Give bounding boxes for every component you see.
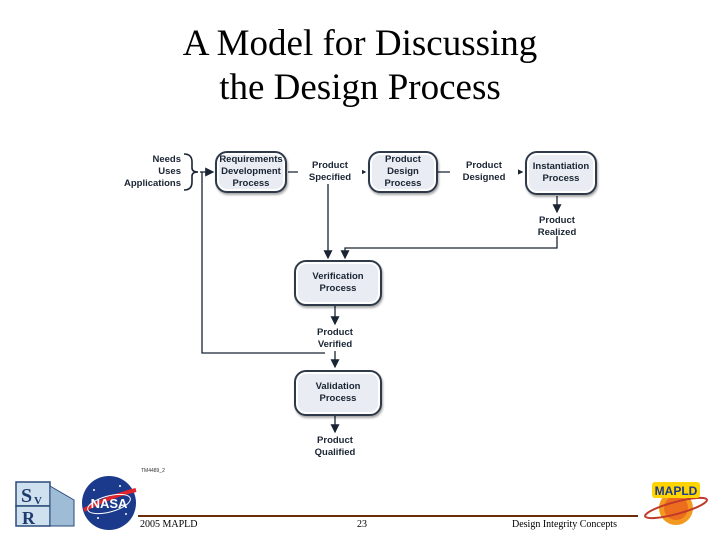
input-needs: Needs	[152, 154, 181, 165]
footer-right: Design Integrity Concepts	[512, 519, 617, 530]
product-realized-line-1: Product	[539, 215, 575, 226]
footer-page-number: 23	[357, 519, 367, 530]
product-qualified-label: Product Qualified	[300, 435, 370, 459]
product-qualified-line-2: Qualified	[314, 447, 356, 458]
product-specified-label: Product Specified	[298, 160, 362, 184]
svg-text:S: S	[21, 485, 32, 507]
svg-text:MAPLD: MAPLD	[655, 484, 698, 498]
title-line-2: the Design Process	[219, 67, 501, 108]
verification-process-box: Verification Process	[294, 260, 382, 306]
line-realized-to-verification	[340, 236, 558, 260]
requirements-line-3: Process	[232, 178, 270, 189]
svr-logo: S V R	[12, 478, 76, 530]
product-verified-line-1: Product	[317, 327, 353, 338]
line-requirements-to-validation	[201, 172, 325, 354]
product-design-line-2: Design	[387, 166, 419, 177]
product-qualified-line-1: Product	[317, 435, 353, 446]
footer-divider	[138, 515, 638, 517]
instantiation-line-1: Instantiation	[532, 161, 590, 172]
mapld-logo: MAPLD	[644, 482, 708, 525]
inputs-list: Needs Uses Applications	[120, 154, 181, 190]
footer-left: 2005 MAPLD	[140, 519, 198, 530]
verification-line-2: Process	[319, 283, 357, 294]
requirements-line-2: Development	[221, 166, 281, 177]
instantiation-line-2: Process	[542, 173, 580, 184]
product-specified-line-1: Product	[312, 160, 348, 171]
validation-line-1: Validation	[315, 381, 361, 392]
instantiation-process-box: Instantiation Process	[525, 151, 597, 195]
design-process-diagram: Needs Uses Applications Requirements Dev…	[120, 148, 597, 460]
svg-text:NASA: NASA	[91, 496, 128, 511]
figure-id: TM4489_2	[141, 468, 165, 474]
svg-text:V: V	[34, 495, 42, 507]
product-designed-line-2: Designed	[462, 172, 506, 183]
slide-title: A Model for Discussing the Design Proces…	[0, 22, 720, 110]
validation-process-box: Validation Process	[294, 370, 382, 416]
svg-text:R: R	[22, 508, 36, 528]
verification-line-1: Verification	[312, 271, 364, 282]
product-realized-label: Product Realized	[525, 215, 589, 239]
product-design-line-1: Product	[385, 154, 421, 165]
product-designed-line-1: Product	[466, 160, 502, 171]
product-design-line-3: Process	[384, 178, 422, 189]
requirements-line-1: Requirements	[219, 154, 283, 165]
product-specified-line-2: Specified	[308, 172, 352, 183]
nasa-logo: NASA	[82, 476, 137, 530]
input-applications: Applications	[123, 178, 181, 189]
product-verified-label: Product Verified	[300, 327, 370, 351]
input-uses: Uses	[158, 166, 181, 177]
inputs-brace	[183, 153, 199, 191]
product-designed-label: Product Designed	[450, 160, 518, 184]
product-verified-line-2: Verified	[317, 339, 353, 350]
validation-line-2: Process	[319, 393, 357, 404]
product-realized-line-2: Realized	[537, 227, 577, 238]
title-line-1: A Model for Discussing	[182, 23, 538, 64]
product-design-process-box: Product Design Process	[368, 151, 438, 193]
requirements-development-process-box: Requirements Development Process	[215, 151, 287, 193]
